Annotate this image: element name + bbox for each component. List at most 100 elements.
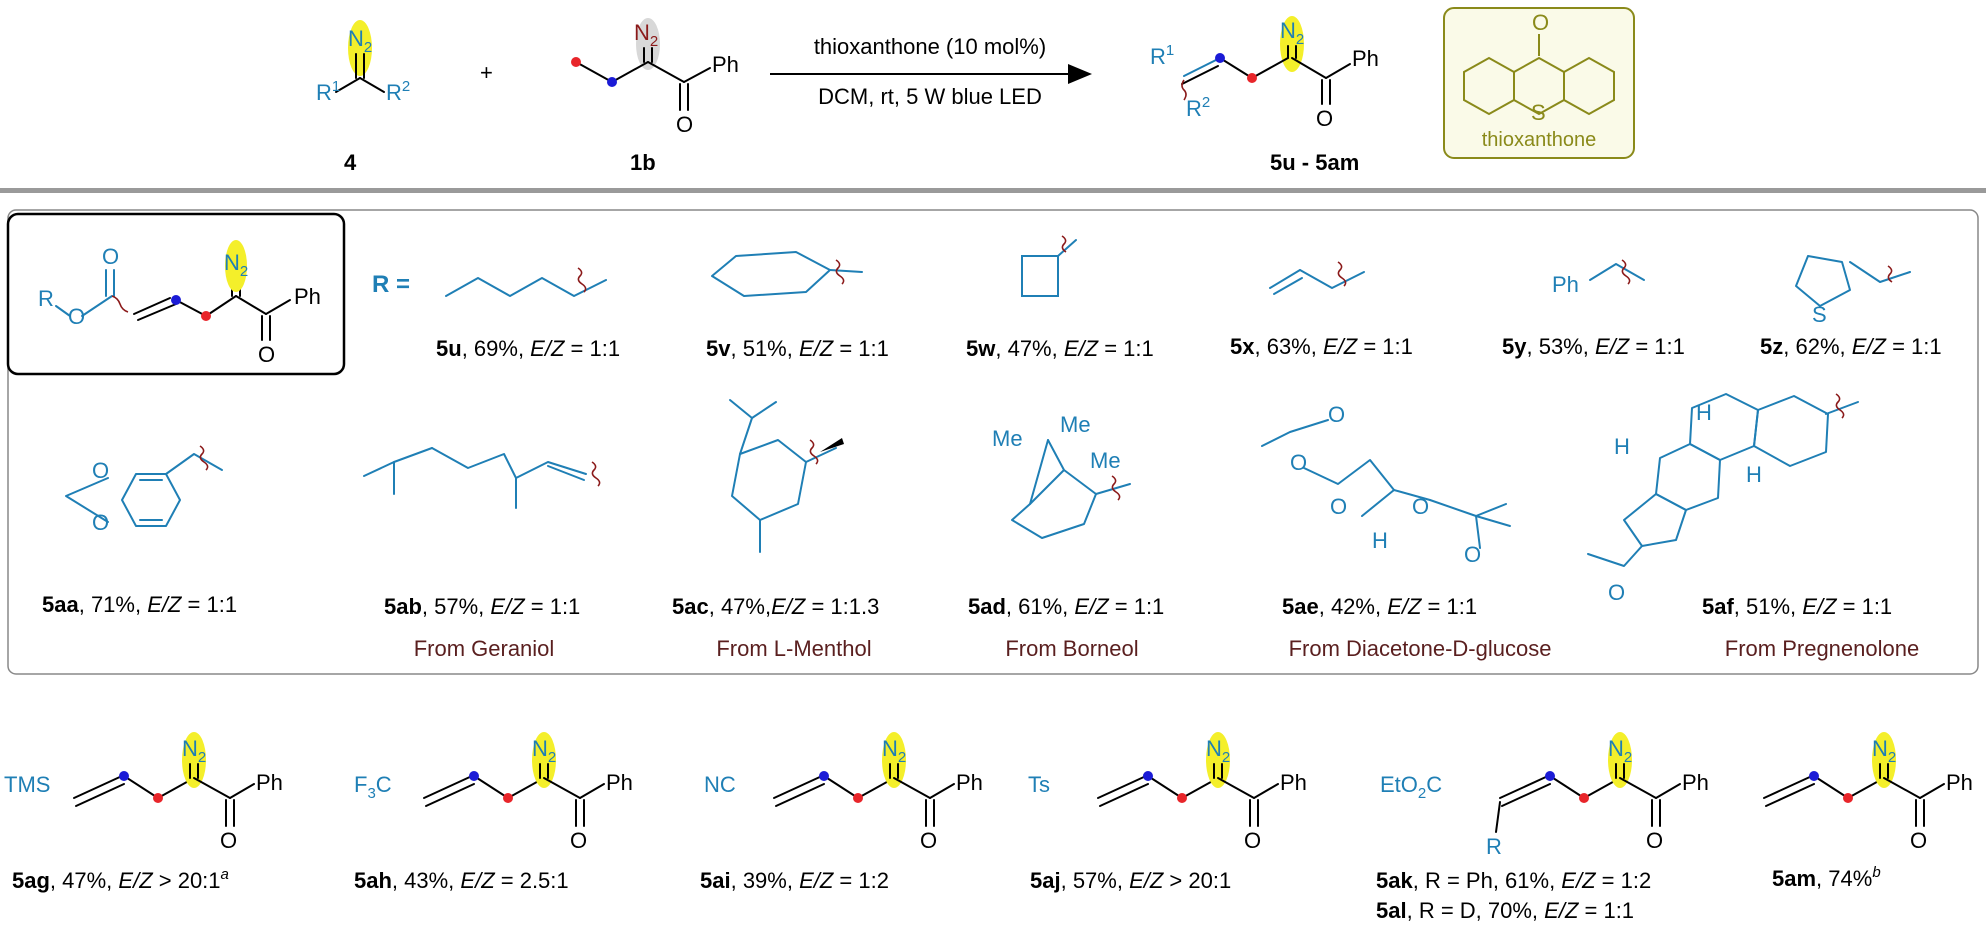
conditions-bottom: DCM, rt, 5 W blue LED bbox=[818, 84, 1042, 109]
label-5ai: 5ai, 39%, E/Z = 1:2 bbox=[700, 868, 889, 893]
svg-text:Me: Me bbox=[1090, 448, 1121, 473]
svg-text:H: H bbox=[1614, 434, 1630, 459]
svg-text:H: H bbox=[1746, 462, 1762, 487]
label-5u-5am: 5u - 5am bbox=[1270, 150, 1359, 175]
svg-text:O: O bbox=[1464, 542, 1481, 567]
svg-text:O: O bbox=[92, 458, 109, 483]
source-5ac: From L-Menthol bbox=[716, 636, 871, 661]
svg-text:S: S bbox=[1531, 100, 1546, 125]
svg-text:O: O bbox=[1412, 494, 1429, 519]
catalyst-thioxanthone-box: O S thioxanthone bbox=[1443, 7, 1635, 159]
svg-text:Ph: Ph bbox=[1280, 770, 1307, 795]
structure-5w bbox=[1021, 235, 1077, 297]
svg-text:N2: N2 bbox=[1872, 736, 1896, 766]
svg-text:N2: N2 bbox=[348, 26, 372, 56]
svg-text:O: O bbox=[102, 244, 119, 269]
svg-text:O: O bbox=[1532, 10, 1549, 35]
scope-box bbox=[7, 209, 1979, 675]
reagent-4: N2 R1 R2 4 bbox=[316, 20, 410, 175]
label-5ab: 5ab, 57%, E/Z = 1:1 bbox=[384, 594, 580, 619]
svg-text:Ph: Ph bbox=[294, 284, 321, 309]
svg-text:R1: R1 bbox=[1150, 42, 1174, 69]
svg-text:H: H bbox=[1372, 528, 1388, 553]
svg-text:N2: N2 bbox=[1206, 736, 1230, 766]
label-5y: 5y, 53%, E/Z = 1:1 bbox=[1502, 334, 1685, 359]
svg-text:O: O bbox=[1316, 106, 1333, 131]
svg-text:O: O bbox=[920, 828, 937, 853]
structure-5x bbox=[1269, 261, 1365, 295]
structure-5ad: Me Me Me bbox=[992, 412, 1131, 539]
label-5ae: 5ae, 42%, E/Z = 1:1 bbox=[1282, 594, 1477, 619]
general-structure: R O O N2 Ph O bbox=[6, 212, 346, 376]
label-5z: 5z, 62%, E/Z = 1:1 bbox=[1760, 334, 1942, 359]
svg-text:R: R bbox=[1486, 834, 1502, 859]
label-5ak: 5ak, R = Ph, 61%, E/Z = 1:2 bbox=[1376, 868, 1651, 893]
substituent-label: Ts bbox=[1028, 772, 1050, 797]
conditions-top: thioxanthone (10 mol%) bbox=[814, 34, 1046, 59]
svg-text:O: O bbox=[1290, 450, 1307, 475]
svg-text:O: O bbox=[258, 342, 275, 367]
svg-text:O: O bbox=[1646, 828, 1663, 853]
structure-5z: S bbox=[1795, 255, 1911, 327]
structure-5y: Ph bbox=[1552, 259, 1645, 297]
label-4: 4 bbox=[344, 150, 357, 175]
svg-text:N2: N2 bbox=[224, 250, 248, 280]
svg-text:O: O bbox=[92, 510, 109, 535]
svg-text:R1: R1 bbox=[316, 78, 340, 105]
label-5al: 5al, R = D, 70%, E/Z = 1:1 bbox=[1376, 898, 1634, 923]
svg-text:O: O bbox=[1608, 580, 1625, 605]
label-5ac: 5ac, 47%,E/Z = 1:1.3 bbox=[672, 594, 879, 619]
product-5u-5am: N2 R1 Ph O R2 5u - 5am bbox=[1150, 16, 1379, 175]
svg-text:O: O bbox=[676, 112, 693, 137]
svg-text:O: O bbox=[68, 304, 85, 329]
structure-5aa: O O bbox=[65, 445, 223, 535]
svg-text:O: O bbox=[1244, 828, 1261, 853]
catalyst-name: thioxanthone bbox=[1482, 129, 1597, 151]
svg-text:Ph: Ph bbox=[1946, 770, 1973, 795]
svg-text:Ph: Ph bbox=[712, 52, 739, 77]
label-5w: 5w, 47%, E/Z = 1:1 bbox=[966, 336, 1154, 361]
substituent-label: F3C bbox=[354, 772, 392, 802]
substituent-label: NC bbox=[704, 772, 736, 797]
label-5af: 5af, 51%, E/Z = 1:1 bbox=[1702, 594, 1892, 619]
label-5aj: 5aj, 57%, E/Z > 20:1 bbox=[1030, 868, 1231, 893]
svg-text:N2: N2 bbox=[1280, 18, 1304, 48]
label-5u: 5u, 69%, E/Z = 1:1 bbox=[436, 336, 620, 361]
svg-text:O: O bbox=[1328, 402, 1345, 427]
svg-text:Me: Me bbox=[992, 426, 1023, 451]
label-5ah: 5ah, 43%, E/Z = 2.5:1 bbox=[354, 868, 569, 893]
svg-text:N2: N2 bbox=[882, 736, 906, 766]
svg-text:Ph: Ph bbox=[256, 770, 283, 795]
section-divider bbox=[0, 188, 1986, 193]
svg-text:O: O bbox=[570, 828, 587, 853]
svg-text:R2: R2 bbox=[1186, 94, 1210, 121]
structure-5v bbox=[711, 251, 863, 297]
svg-text:S: S bbox=[1812, 302, 1827, 327]
svg-text:Ph: Ph bbox=[1352, 46, 1379, 71]
svg-text:Ph: Ph bbox=[1682, 770, 1709, 795]
svg-text:O: O bbox=[1330, 494, 1347, 519]
svg-text:O: O bbox=[1910, 828, 1927, 853]
svg-text:O: O bbox=[220, 828, 237, 853]
source-5ab: From Geraniol bbox=[414, 636, 555, 661]
svg-text:R2: R2 bbox=[386, 78, 410, 105]
svg-text:N2: N2 bbox=[634, 20, 658, 50]
label-5aa: 5aa, 71%, E/Z = 1:1 bbox=[42, 592, 237, 617]
r-equals: R = bbox=[372, 271, 410, 298]
label-1b: 1b bbox=[630, 150, 656, 175]
label-5v: 5v, 51%, E/Z = 1:1 bbox=[706, 336, 889, 361]
label-5ad: 5ad, 61%, E/Z = 1:1 bbox=[968, 594, 1164, 619]
substituent-label: TMS bbox=[4, 772, 50, 797]
source-5ae: From Diacetone-D-glucose bbox=[1289, 636, 1552, 661]
svg-text:N2: N2 bbox=[182, 736, 206, 766]
svg-text:N2: N2 bbox=[532, 736, 556, 766]
substituent-label: EtO2C bbox=[1380, 772, 1442, 802]
structure-5ac bbox=[729, 399, 844, 553]
